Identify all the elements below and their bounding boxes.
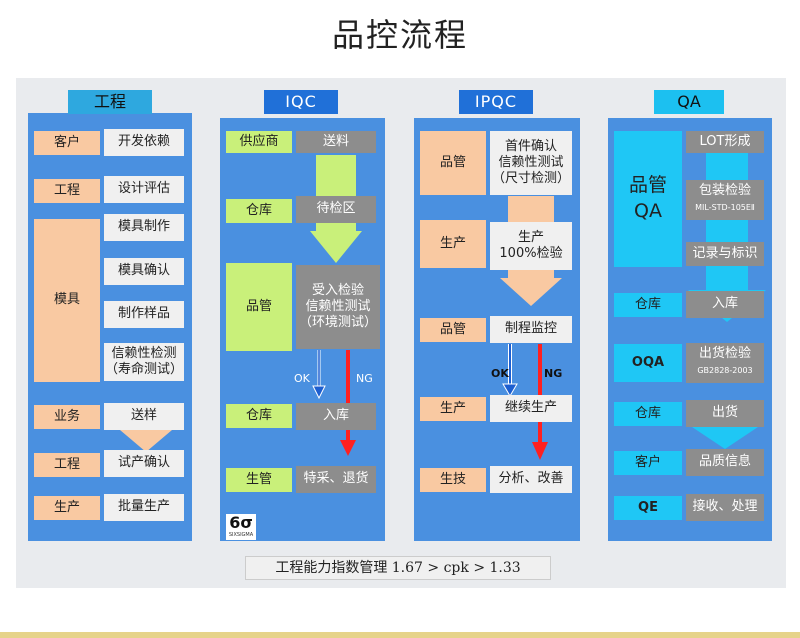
eng-mold-confirm: 模具确认	[104, 258, 184, 285]
qa-oqa: OQA	[614, 344, 682, 382]
qa-outgoing-standard: GB2828-2003	[697, 366, 753, 375]
qa-warehouse-2: 仓库	[614, 402, 682, 426]
iqc-ng-label: NG	[356, 372, 373, 385]
cpk-footer: 工程能力指数管理 1.67 > cpk > 1.33	[245, 556, 551, 580]
eng-mass-production: 批量生产	[104, 494, 184, 521]
qa-customer: 客户	[614, 451, 682, 475]
column-header-iqc: IQC	[264, 90, 338, 114]
ipqc-100-inspection: 生产 100%检验	[490, 222, 572, 270]
iqc-warehouse: 仓库	[226, 199, 292, 223]
eng-engineering-2: 工程	[34, 453, 100, 477]
qa-arrow-down	[692, 427, 758, 449]
qa-outgoing-inspection: 出货检验 GB2828-2003	[686, 343, 764, 383]
qa-packing-inspection-label: 包装检验	[698, 183, 751, 198]
eng-dev-request: 开发依赖	[104, 129, 184, 156]
eng-mold-making: 模具制作	[104, 214, 184, 241]
qa-record-label: 记录与标识	[686, 242, 764, 266]
ipqc-ng-label: NG	[544, 367, 563, 380]
qa-stock-in: 入库	[686, 291, 764, 318]
ipqc-ok-label: OK	[491, 367, 509, 380]
iqc-ok-label: OK	[294, 372, 310, 385]
ipqc-production: 生产	[420, 220, 486, 268]
iqc-production-control: 生管	[226, 468, 292, 492]
page-title: 品控流程	[331, 16, 468, 54]
column-header-engineering: 工程	[68, 90, 152, 114]
iqc-qc: 品管	[226, 263, 292, 351]
qa-lot-forming: LOT形成	[686, 131, 764, 153]
ipqc-flow-shape	[500, 196, 562, 306]
eng-mold: 模具	[34, 219, 100, 382]
iqc-pending-area: 待检区	[296, 196, 376, 223]
qa-quality-info: 品质信息	[686, 449, 764, 476]
iqc-send-material: 送料	[296, 131, 376, 153]
ipqc-ok-ng-arrows	[502, 344, 548, 460]
ipqc-production-engineering: 生技	[420, 468, 486, 492]
iqc-incoming-inspection: 受入检验 信赖性测试 （环境测试）	[296, 265, 380, 349]
ipqc-first-article: 首件确认 信赖性测试 （尺寸检测）	[490, 131, 572, 195]
eng-make-sample: 制作样品	[104, 301, 184, 328]
qa-quality-control: 品管 QA	[614, 131, 682, 267]
eng-engineering: 工程	[34, 179, 100, 203]
iqc-concession-return: 特采、退货	[296, 466, 376, 493]
eng-trial-confirm: 试产确认	[104, 450, 184, 477]
qa-packing-standard: MIL-STD-105EⅡ	[695, 203, 755, 212]
eng-send-sample: 送样	[104, 403, 184, 430]
ipqc-qc-2: 品管	[420, 318, 486, 342]
iqc-warehouse-2: 仓库	[226, 404, 292, 428]
ipqc-process-monitor: 制程监控	[490, 316, 572, 343]
column-header-qa: QA	[654, 90, 724, 114]
qa-outgoing-inspection-label: 出货检验	[698, 346, 751, 361]
ipqc-production-2: 生产	[420, 397, 486, 421]
eng-reliability-test: 信赖性检测 （寿命测试）	[104, 343, 184, 381]
ipqc-continue-production: 继续生产	[490, 395, 572, 422]
qa-packing-inspection: 包装检验 MIL-STD-105EⅡ	[686, 180, 764, 220]
column-header-ipqc: IPQC	[459, 90, 533, 114]
qa-warehouse: 仓库	[614, 293, 682, 317]
qa-shipment: 出货	[686, 400, 764, 427]
six-sigma-logo-text: SIXSIGMA	[228, 532, 254, 538]
ipqc-qc: 品管	[420, 131, 486, 195]
eng-production: 生产	[34, 496, 100, 520]
iqc-stock-in: 入库	[296, 403, 376, 430]
qa-receive-handle: 接收、处理	[686, 494, 764, 521]
iqc-flow-shape	[310, 155, 362, 263]
eng-customer: 客户	[34, 131, 100, 155]
eng-arrow-down	[120, 430, 172, 452]
six-sigma-logo: 6σ SIXSIGMA	[226, 514, 256, 540]
eng-business: 业务	[34, 405, 100, 429]
iqc-supplier: 供应商	[226, 131, 292, 153]
eng-design-review: 设计评估	[104, 176, 184, 203]
bottom-divider	[0, 632, 800, 638]
six-sigma-logo-mark: 6σ	[229, 513, 253, 532]
qa-qe: QE	[614, 496, 682, 520]
ipqc-analysis-improvement: 分析、改善	[490, 466, 572, 493]
